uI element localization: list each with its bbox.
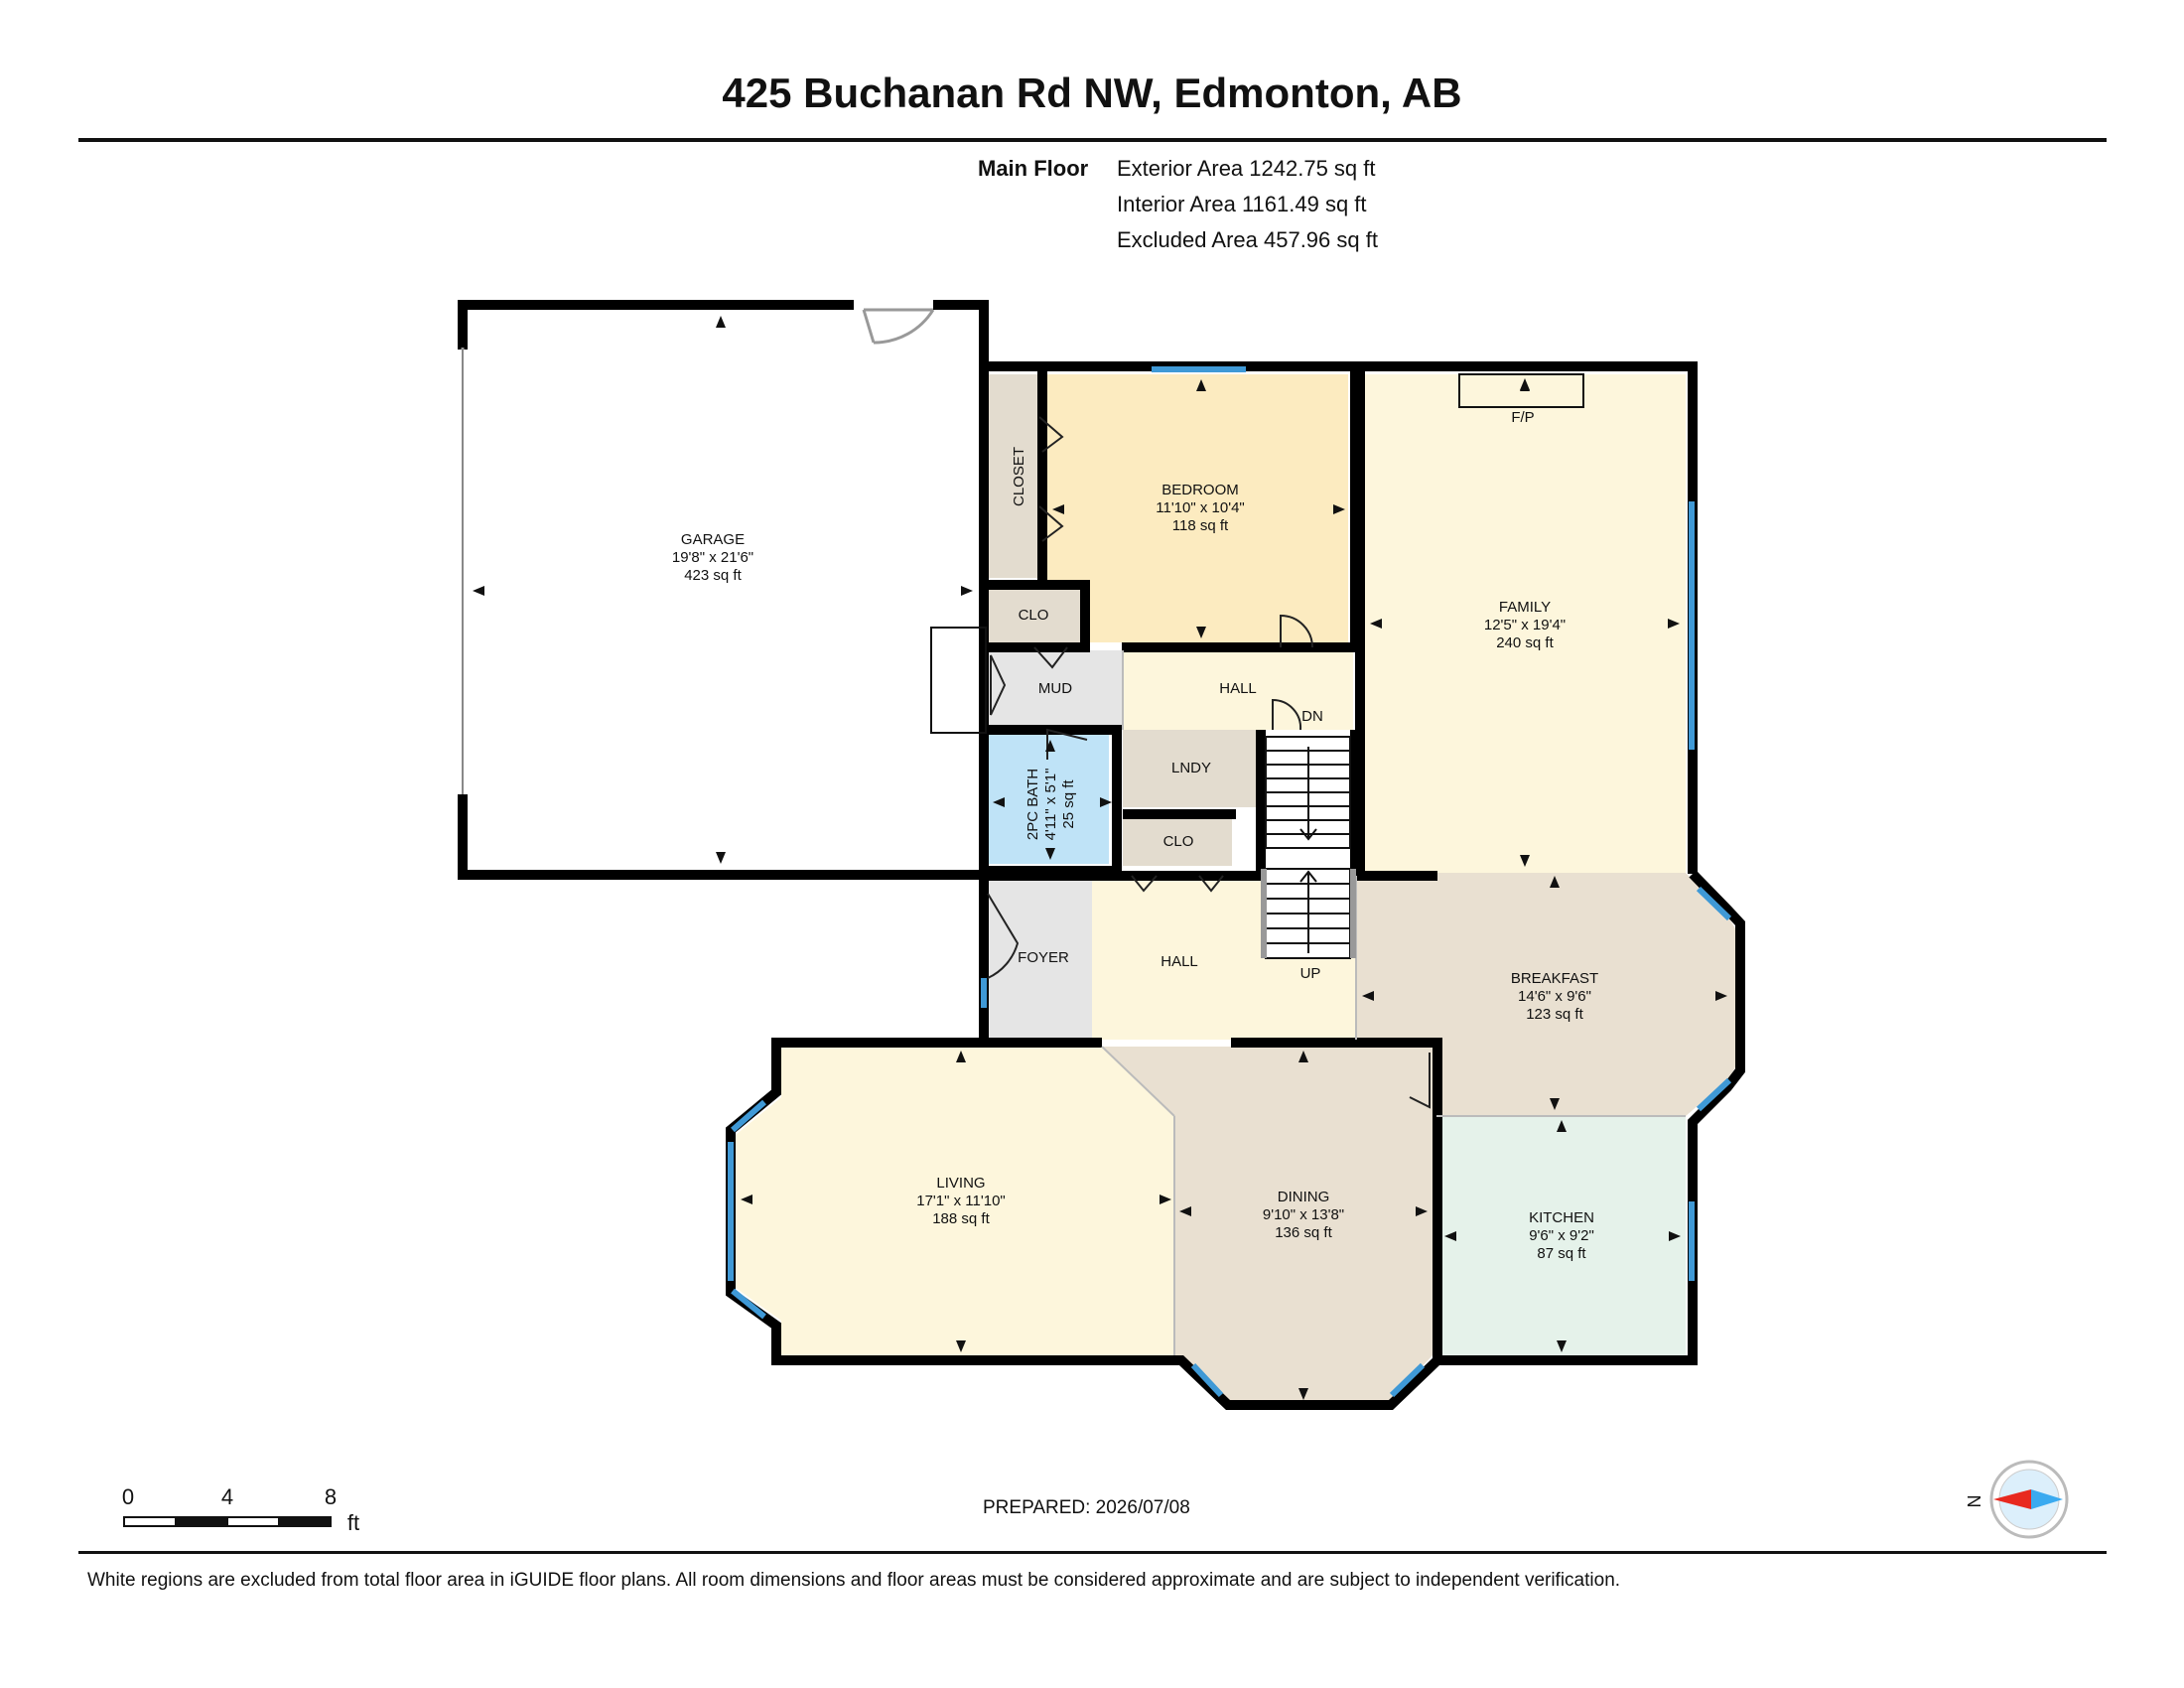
clo-upper-label: CLO (1019, 607, 1049, 624)
room-labels: GARAGE 19'8" x 21'6" 423 sq ft BEDROOM 1… (672, 409, 1598, 1262)
breakfast-dims: 14'6" x 9'6" (1518, 988, 1591, 1005)
kitchen-fill (1439, 1116, 1686, 1355)
bath-name: 2PC BATH (1024, 769, 1041, 840)
living-area: 188 sq ft (932, 1210, 990, 1227)
compass-north-label: N (1965, 1495, 1984, 1508)
bedroom-dims: 11'10" x 10'4" (1156, 499, 1245, 516)
hall-upper-label: HALL (1219, 680, 1257, 697)
scale-tick-0: 0 (122, 1484, 134, 1509)
windows (728, 366, 1732, 1398)
page-title: 425 Buchanan Rd NW, Edmonton, AB (722, 70, 1462, 116)
dining-dims: 9'10" x 13'8" (1263, 1206, 1344, 1223)
mud-label: MUD (1038, 680, 1072, 697)
interior-area: Interior Area 1161.49 sq ft (1117, 192, 1367, 216)
garage-area: 423 sq ft (684, 567, 742, 584)
family-name: FAMILY (1499, 599, 1551, 616)
bath-dims: 4'11" x 5'1" (1042, 769, 1059, 841)
dining-name: DINING (1278, 1189, 1330, 1205)
foyer-label: FOYER (1018, 949, 1069, 966)
living-fill (736, 1047, 1174, 1355)
bedroom-fill (1044, 374, 1348, 642)
bedroom-area: 118 sq ft (1172, 517, 1229, 534)
family-fill (1362, 374, 1686, 873)
dimension-arrows (473, 316, 1727, 1400)
header-divider (78, 138, 2107, 142)
fireplace (1458, 373, 1584, 408)
bath-area: 25 sq ft (1060, 779, 1077, 829)
breakfast-area: 123 sq ft (1526, 1006, 1583, 1023)
living-name: LIVING (936, 1175, 985, 1192)
breakfast-fill (1356, 873, 1735, 1116)
compass-icon: N (1965, 1460, 2069, 1539)
stair-down-label: DN (1301, 708, 1323, 725)
footer-divider (78, 1551, 2107, 1554)
scale-unit: ft (347, 1510, 359, 1535)
stair-up-label: UP (1300, 965, 1321, 982)
family-area: 240 sq ft (1496, 634, 1554, 651)
fireplace-label: F/P (1511, 409, 1534, 426)
closet-label: CLOSET (1011, 447, 1027, 506)
hall-lower-label: HALL (1160, 953, 1198, 970)
garage-dims: 19'8" x 21'6" (672, 549, 753, 566)
living-dims: 17'1" x 11'10" (916, 1193, 1006, 1209)
prepared-date: PREPARED: 2026/07/08 (983, 1497, 1190, 1518)
scale-bar: 0 4 8 ft (122, 1484, 359, 1535)
bedroom-name: BEDROOM (1161, 482, 1239, 498)
staircase (1261, 736, 1356, 959)
kitchen-area: 87 sq ft (1537, 1245, 1586, 1262)
breakfast-name: BREAKFAST (1511, 970, 1598, 987)
disclaimer: White regions are excluded from total fl… (87, 1570, 1621, 1591)
dining-area: 136 sq ft (1275, 1224, 1332, 1241)
foyer-fill (988, 876, 1092, 1038)
family-dims: 12'5" x 19'4" (1484, 617, 1566, 633)
closet-fill (988, 374, 1039, 578)
clo-lower-label: CLO (1163, 833, 1194, 850)
kitchen-dims: 9'6" x 9'2" (1529, 1227, 1594, 1244)
lndy-fill (1123, 730, 1260, 807)
lndy-label: LNDY (1171, 760, 1211, 776)
garage-name: GARAGE (681, 531, 745, 548)
floor-label: Main Floor (978, 156, 1089, 181)
dining-fill (1102, 1047, 1433, 1400)
room-fills (463, 310, 1735, 1400)
scale-tick-4: 4 (221, 1484, 233, 1509)
exterior-area: Exterior Area 1242.75 sq ft (1117, 156, 1376, 181)
hall-upper-fill (1123, 650, 1353, 730)
scale-tick-8: 8 (325, 1484, 337, 1509)
garage-fill (463, 310, 979, 871)
clo-upper-fill (988, 588, 1080, 642)
stoop (930, 627, 987, 734)
excluded-area: Excluded Area 457.96 sq ft (1117, 227, 1378, 252)
kitchen-name: KITCHEN (1529, 1209, 1594, 1226)
clo-lower-fill (1123, 814, 1232, 866)
